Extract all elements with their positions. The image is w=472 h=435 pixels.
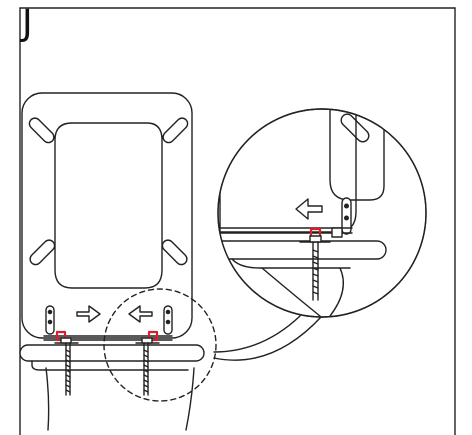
hinge-icon xyxy=(341,197,352,235)
arrow-left-icon xyxy=(295,198,323,220)
arrow-right-icon xyxy=(76,305,101,323)
diagram-frame xyxy=(19,7,456,435)
zoom-focus-circle xyxy=(103,288,217,402)
arrow-left-icon xyxy=(128,305,153,323)
magnified-detail-view xyxy=(213,108,427,361)
hinge-icon xyxy=(45,305,173,335)
screw-icon xyxy=(135,337,160,396)
step-label: J xyxy=(22,3,33,44)
toilet-seat-main-view xyxy=(19,92,217,431)
bumper-slots xyxy=(28,117,189,266)
screw-icon xyxy=(54,337,79,396)
clip-right xyxy=(147,330,159,342)
screw-icon xyxy=(299,235,331,301)
